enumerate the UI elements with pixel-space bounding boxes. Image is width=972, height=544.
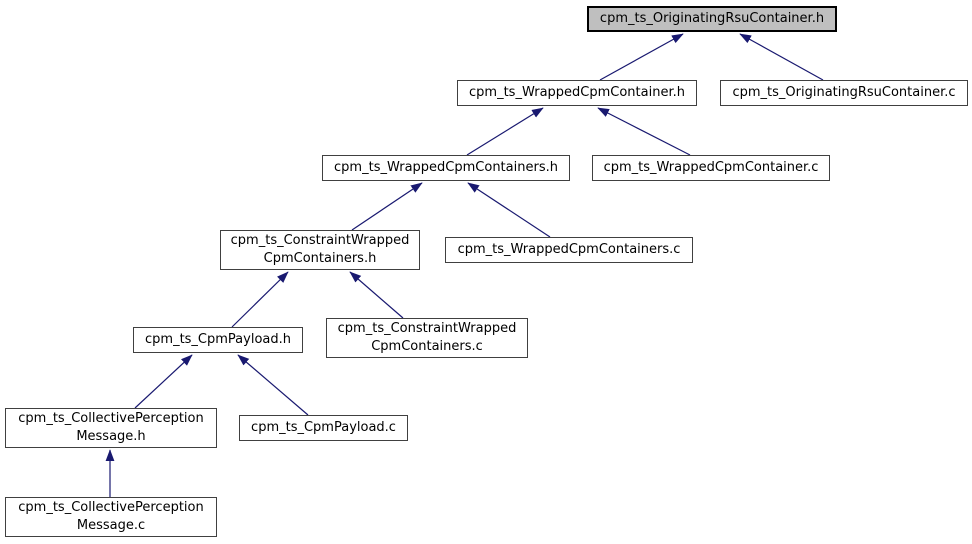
- edge-cpm-payload-h-to-constraint-wrapped-cpm-containers-h: [231, 271, 289, 328]
- node-label: cpm_ts_ConstraintWrapped CpmContainers.h: [230, 233, 410, 266]
- edge-wrapped-cpm-container-c-to-wrapped-cpm-container-h: [597, 107, 691, 156]
- node-label: cpm_ts_WrappedCpmContainer.c: [603, 160, 819, 175]
- node-label: cpm_ts_ConstraintWrapped CpmContainers.c: [337, 321, 517, 354]
- node-label: cpm_ts_CpmPayload.h: [145, 332, 291, 347]
- node-cpm-payload-c[interactable]: cpm_ts_CpmPayload.c: [239, 415, 408, 441]
- node-originating-rsu-container-h: cpm_ts_OriginatingRsuContainer.h: [587, 6, 837, 32]
- node-collective-perception-message-c[interactable]: cpm_ts_CollectivePerception Message.c: [5, 497, 217, 537]
- node-label: cpm_ts_WrappedCpmContainers.h: [334, 160, 558, 175]
- edge-constraint-wrapped-cpm-containers-h-to-wrapped-cpm-containers-h: [351, 182, 423, 231]
- edge-constraint-wrapped-cpm-containers-c-to-constraint-wrapped-cpm-containers-h: [349, 271, 404, 319]
- node-label: cpm_ts_WrappedCpmContainers.c: [457, 242, 681, 257]
- node-wrapped-cpm-containers-h[interactable]: cpm_ts_WrappedCpmContainers.h: [322, 155, 570, 181]
- edge-wrapped-cpm-containers-h-to-wrapped-cpm-container-h: [466, 107, 544, 156]
- node-wrapped-cpm-container-h[interactable]: cpm_ts_WrappedCpmContainer.h: [457, 80, 697, 106]
- edge-originating-rsu-container-c-to-originating-rsu-container-h: [739, 33, 824, 81]
- node-label: cpm_ts_OriginatingRsuContainer.c: [732, 85, 956, 100]
- edge-collective-perception-message-h-to-cpm-payload-h: [134, 354, 193, 409]
- node-wrapped-cpm-containers-c[interactable]: cpm_ts_WrappedCpmContainers.c: [445, 237, 693, 263]
- node-constraint-wrapped-cpm-containers-h[interactable]: cpm_ts_ConstraintWrapped CpmContainers.h: [220, 230, 420, 270]
- node-label: cpm_ts_CpmPayload.c: [251, 420, 396, 435]
- node-constraint-wrapped-cpm-containers-c[interactable]: cpm_ts_ConstraintWrapped CpmContainers.c: [326, 318, 528, 358]
- edge-wrapped-cpm-containers-c-to-wrapped-cpm-containers-h: [467, 182, 551, 238]
- node-label: cpm_ts_OriginatingRsuContainer.h: [599, 11, 825, 26]
- node-cpm-payload-h[interactable]: cpm_ts_CpmPayload.h: [133, 327, 303, 353]
- node-label: cpm_ts_WrappedCpmContainer.h: [469, 85, 685, 100]
- node-label: cpm_ts_CollectivePerception Message.h: [18, 411, 204, 444]
- edge-cpm-payload-c-to-cpm-payload-h: [237, 354, 309, 416]
- node-wrapped-cpm-container-c[interactable]: cpm_ts_WrappedCpmContainer.c: [592, 155, 830, 181]
- node-label: cpm_ts_CollectivePerception Message.c: [18, 500, 204, 533]
- edge-wrapped-cpm-container-h-to-originating-rsu-container-h: [599, 33, 684, 81]
- node-originating-rsu-container-c[interactable]: cpm_ts_OriginatingRsuContainer.c: [720, 80, 968, 106]
- node-collective-perception-message-h[interactable]: cpm_ts_CollectivePerception Message.h: [5, 408, 217, 448]
